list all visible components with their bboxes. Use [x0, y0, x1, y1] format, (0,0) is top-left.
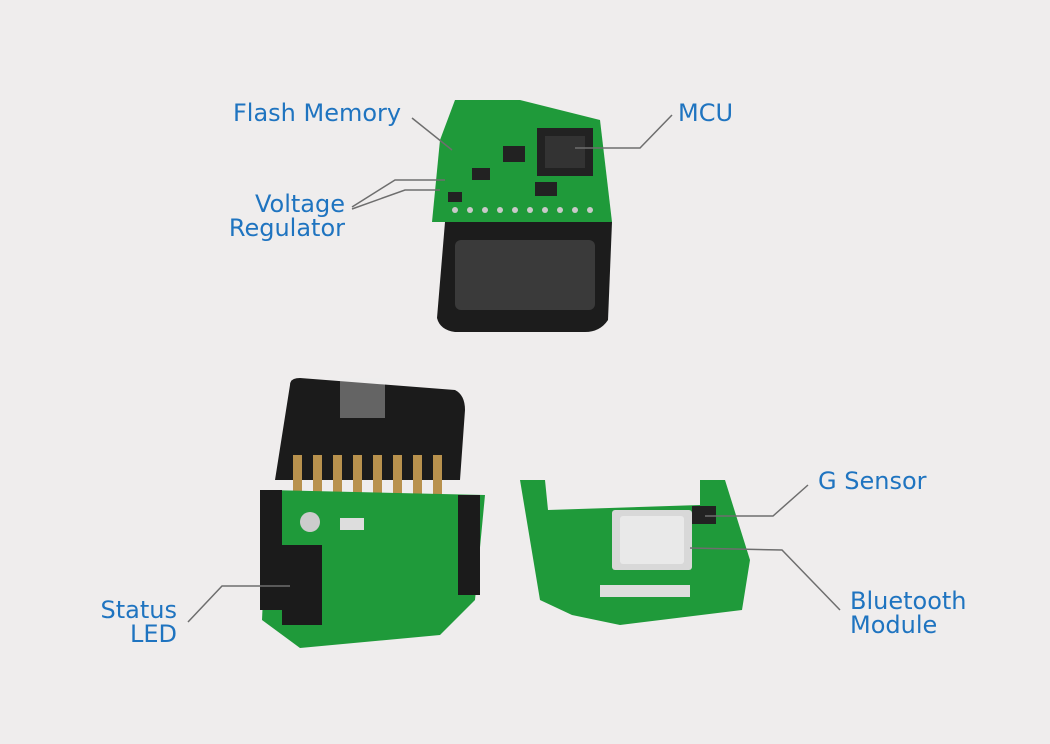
status-led-label: Status LED	[101, 598, 177, 646]
flash-chip	[503, 146, 525, 162]
bottom-left-obd-device	[260, 378, 485, 648]
status-led-label-line2: LED	[129, 620, 177, 648]
status-led-housing	[282, 545, 322, 625]
top-obd-device	[432, 100, 612, 332]
bottom-right-module	[520, 480, 750, 625]
g-sensor-chip	[692, 506, 716, 524]
bluetooth-module-label-line1: Bluetooth	[850, 587, 967, 615]
mcu-label: MCU	[678, 99, 734, 127]
g-sensor-label: G Sensor	[818, 467, 927, 495]
flash-memory-label: Flash Memory	[233, 99, 402, 127]
voltage-regulator-label: Voltage Regulator	[229, 192, 345, 240]
leader-lines	[187, 114, 841, 623]
voltage-regulator-label-line1: Voltage	[254, 190, 345, 218]
bluetooth-module-label: Bluetooth Module	[850, 589, 967, 637]
bluetooth-module-label-line2: Module	[850, 611, 938, 639]
voltage-regulator-label-line2: Regulator	[228, 214, 345, 242]
status-led-label-line1: Status	[100, 596, 177, 624]
